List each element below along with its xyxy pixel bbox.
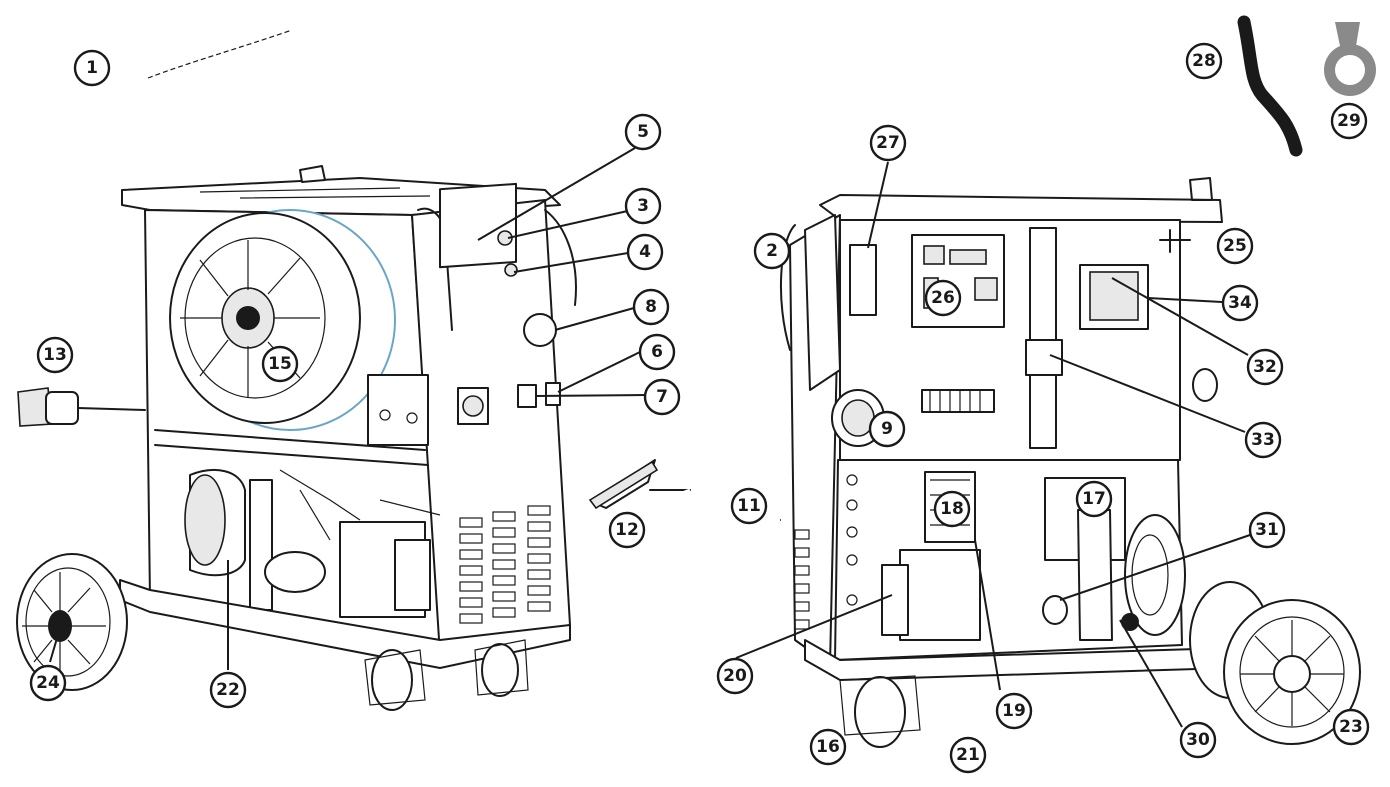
callout-8: 8 (632, 288, 670, 326)
callout-1: 1 (73, 49, 111, 87)
callout-label: 34 (1228, 293, 1252, 313)
callout-label: 17 (1082, 489, 1106, 509)
leader-lines (49, 147, 1251, 728)
callout-23: 23 (1332, 708, 1370, 746)
part-clamp (1324, 22, 1376, 96)
callout-31: 31 (1248, 511, 1286, 549)
callout-label: 8 (645, 297, 657, 317)
callout-34: 34 (1221, 284, 1259, 322)
callout-label: 16 (816, 737, 840, 757)
callout-label: 5 (637, 122, 649, 142)
callout-13: 13 (36, 336, 74, 374)
callout-label: 3 (637, 196, 649, 216)
callout-label: 28 (1192, 51, 1216, 71)
callout-label: 18 (940, 499, 964, 519)
callout-3: 3 (624, 187, 662, 225)
callout-29: 29 (1330, 102, 1368, 140)
callout-label: 15 (268, 354, 292, 374)
callout-26: 26 (924, 279, 962, 317)
part-earth-clamp (588, 459, 781, 526)
callout-label: 30 (1186, 730, 1210, 750)
callout-30: 30 (1179, 721, 1217, 759)
callout-label: 4 (639, 242, 651, 262)
callout-label: 22 (216, 680, 240, 700)
callout-5: 5 (624, 113, 662, 151)
part-chain (147, 29, 293, 79)
callout-21: 21 (949, 736, 987, 774)
callout-label: 13 (43, 345, 67, 365)
callout-label: 1 (86, 58, 98, 78)
callout-6: 6 (638, 333, 676, 371)
callout-label: 7 (656, 387, 668, 407)
callout-15: 15 (261, 345, 299, 383)
callout-16: 16 (809, 728, 847, 766)
callout-22: 22 (209, 671, 247, 709)
callout-label: 9 (881, 419, 893, 439)
callout-28: 28 (1185, 42, 1223, 80)
callout-12: 12 (608, 511, 646, 549)
callout-label: 12 (615, 520, 639, 540)
callout-9: 9 (868, 410, 906, 448)
callout-label: 26 (931, 288, 955, 308)
callout-32: 32 (1246, 348, 1284, 386)
callout-label: 29 (1337, 111, 1361, 131)
part-hose (1237, 15, 1303, 157)
callout-label: 25 (1223, 236, 1247, 256)
callout-17: 17 (1075, 480, 1113, 518)
callout-7: 7 (643, 378, 681, 416)
callout-label: 6 (651, 342, 663, 362)
left-machine (16, 165, 577, 711)
callout-11: 11 (730, 487, 768, 525)
callout-20: 20 (716, 657, 754, 695)
callout-33: 33 (1244, 421, 1282, 459)
callout-label: 21 (956, 745, 980, 765)
callout-label: 27 (876, 133, 900, 153)
callout-2: 2 (753, 232, 791, 270)
callout-4: 4 (626, 233, 664, 271)
callouts: 1 2 3 4 5 6 7 8 9 11 12 13 15 16 17 18 1… (29, 42, 1370, 774)
callout-label: 31 (1255, 520, 1279, 540)
callout-25: 25 (1216, 227, 1254, 265)
callout-label: 24 (36, 673, 60, 693)
knob-icon (504, 263, 518, 277)
callout-label: 20 (723, 666, 747, 686)
callout-label: 33 (1251, 430, 1275, 450)
callout-label: 11 (737, 496, 761, 516)
right-machine (779, 177, 1361, 748)
callout-label: 23 (1339, 717, 1363, 737)
callout-19: 19 (995, 692, 1033, 730)
callout-label: 19 (1002, 701, 1026, 721)
callout-24: 24 (29, 664, 67, 702)
callout-18: 18 (933, 490, 971, 528)
callout-label: 32 (1253, 357, 1277, 377)
callout-27: 27 (869, 124, 907, 162)
callout-label: 2 (766, 241, 778, 261)
